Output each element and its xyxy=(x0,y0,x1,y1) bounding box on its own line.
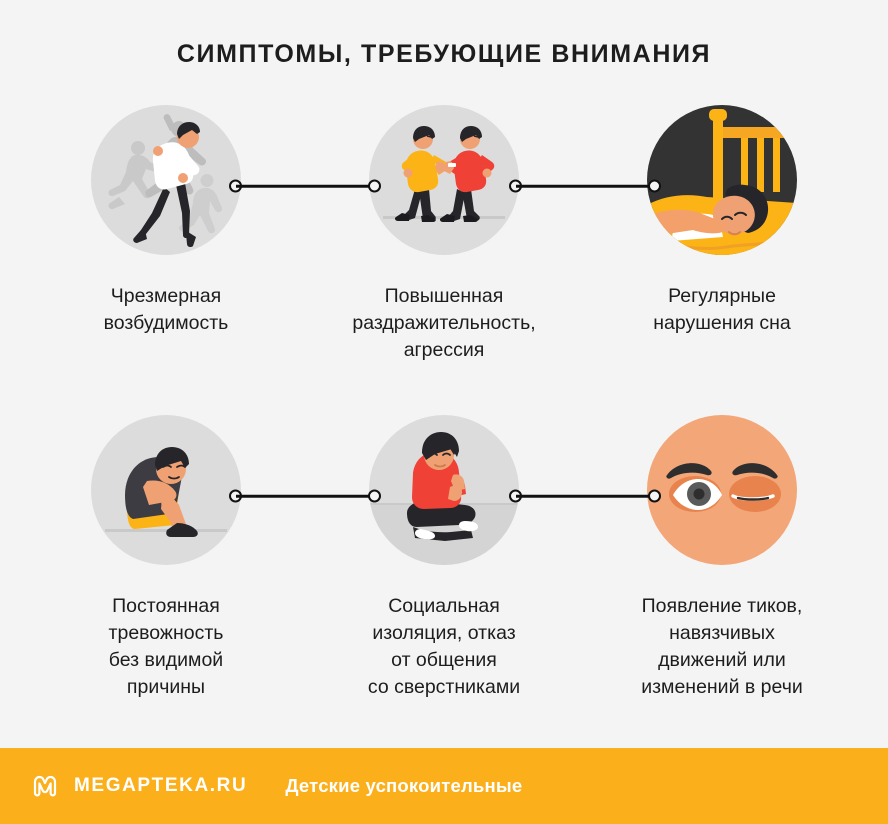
symptom-caption-tics: Появление тиков, навязчивых движений или… xyxy=(574,593,870,701)
caption-line: Появление тиков, xyxy=(641,595,803,617)
connector-dot xyxy=(368,489,381,503)
symptom-card-tics-speech-changes[interactable]: Появление тиков, навязчивых движений или… xyxy=(574,415,870,715)
caption-line: причины xyxy=(126,676,206,698)
caption-line: Повышенная xyxy=(384,285,504,307)
icon-wrap-irritability xyxy=(369,105,519,255)
caption-line: навязчивых xyxy=(669,622,775,644)
caption-line: агрессия xyxy=(403,339,485,361)
symptom-card-irritability-aggression[interactable]: Повышенная раздражительность, агрессия xyxy=(296,105,592,405)
connector-line xyxy=(516,494,654,498)
connector-dot xyxy=(648,489,661,503)
caption-line: Регулярные xyxy=(668,285,776,307)
footer-brand-name[interactable]: MEGAPTEKA.RU xyxy=(74,775,248,796)
caption-line: изменений в речи xyxy=(641,676,803,698)
caption-line: от общения xyxy=(391,649,497,671)
winking-face-tic-icon xyxy=(647,415,797,565)
child-sleeping-in-bed-icon xyxy=(647,105,797,255)
symptom-card-social-isolation[interactable]: Социальная изоляция, отказ от общения со… xyxy=(296,415,592,715)
megapteka-m-logo[interactable] xyxy=(30,771,60,801)
caption-line: Чрезмерная xyxy=(110,285,222,307)
footer-bar: MEGAPTEKA.RU Детские успокоительные xyxy=(0,748,888,824)
caption-line: изоляция, отказ xyxy=(372,622,516,644)
connector-dot xyxy=(648,179,661,193)
page-title: СИМПТОМЫ, ТРЕБУЮЩИЕ ВНИМАНИЯ xyxy=(176,40,712,68)
connector-line xyxy=(236,494,374,498)
icon-wrap-sleep xyxy=(647,105,797,255)
caption-line: возбудимость xyxy=(103,312,229,334)
lonely-boy-sitting-icon xyxy=(369,415,519,565)
caption-line: Постоянная xyxy=(112,595,220,617)
caption-line: нарушения сна xyxy=(653,312,791,334)
footer-tagline[interactable]: Детские успокоительные xyxy=(285,775,523,796)
connector-3 xyxy=(229,488,381,504)
icon-wrap-isolation xyxy=(369,415,519,565)
icon-wrap-tics xyxy=(647,415,797,565)
icon-wrap-hyperexcitability xyxy=(91,105,241,255)
symptom-row-1: Чрезмерная возбудимость xyxy=(0,105,888,405)
icon-wrap-anxiety xyxy=(91,415,241,565)
symptom-caption-hyperexcitability: Чрезмерная возбудимость xyxy=(18,283,314,337)
caption-line: раздражительность, xyxy=(352,312,536,334)
anxious-child-hugging-knees-icon xyxy=(91,415,241,565)
connector-line xyxy=(236,184,374,188)
caption-line: тревожность xyxy=(108,622,224,644)
caption-line: со сверстниками xyxy=(367,676,521,698)
symptom-row-2: Постоянная тревожность без видимой причи… xyxy=(0,415,888,715)
connector-1 xyxy=(229,178,381,194)
symptom-card-sleep-disturbance[interactable]: Регулярные нарушения сна xyxy=(574,105,870,405)
connector-2 xyxy=(509,178,661,194)
symptom-caption-anxiety: Постоянная тревожность без видимой причи… xyxy=(18,593,314,701)
symptom-caption-irritability: Повышенная раздражительность, агрессия xyxy=(296,283,592,364)
connector-4 xyxy=(509,488,661,504)
two-boys-fighting-icon xyxy=(369,105,519,255)
connector-dot xyxy=(368,179,381,193)
caption-line: движений или xyxy=(658,649,786,671)
caption-line: Социальная xyxy=(388,595,500,617)
running-hyperactive-child-icon xyxy=(91,105,241,255)
symptom-caption-sleep: Регулярные нарушения сна xyxy=(574,283,870,337)
symptom-card-hyperexcitability[interactable]: Чрезмерная возбудимость xyxy=(18,105,314,405)
connector-line xyxy=(516,184,654,188)
caption-line: без видимой xyxy=(108,649,224,671)
symptom-caption-isolation: Социальная изоляция, отказ от общения со… xyxy=(296,593,592,701)
symptom-card-constant-anxiety[interactable]: Постоянная тревожность без видимой причи… xyxy=(18,415,314,715)
